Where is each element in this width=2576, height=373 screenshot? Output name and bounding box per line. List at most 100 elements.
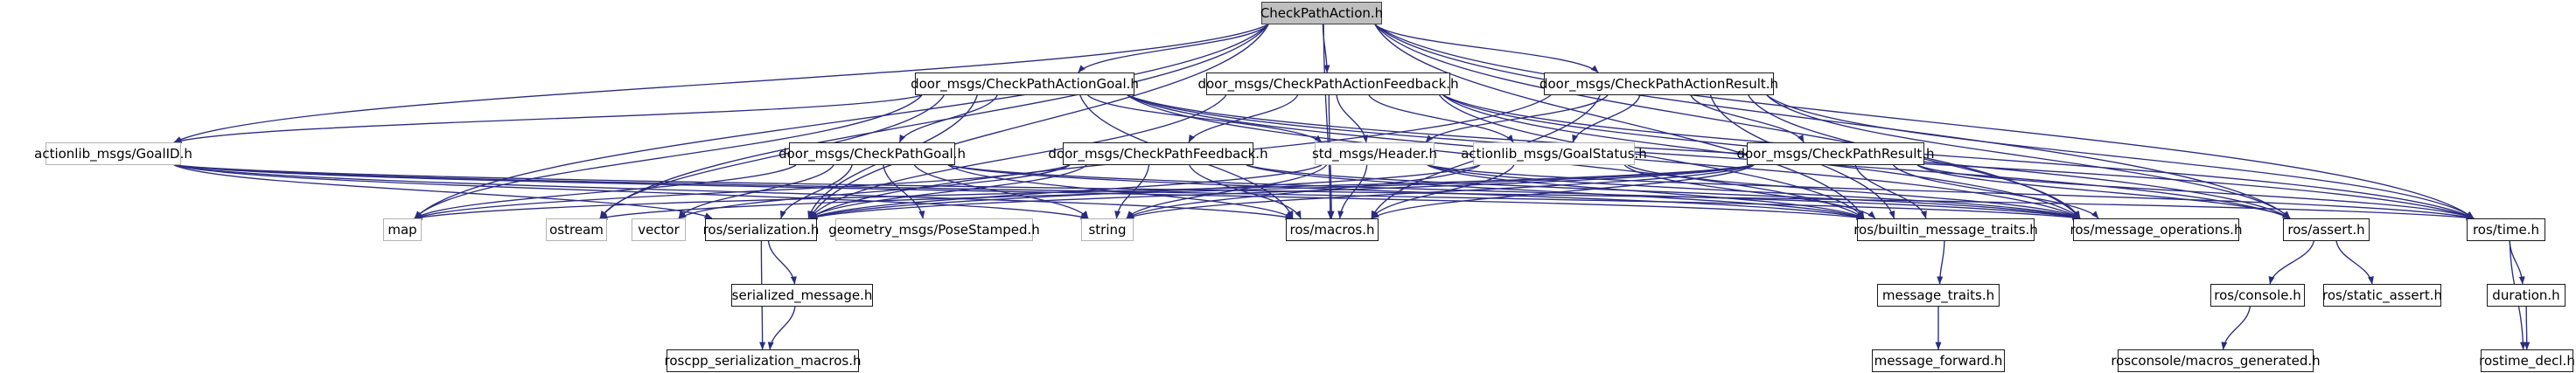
graph-node-goalstatus[interactable]: actionlib_msgs/GoalStatus.h (1461, 142, 1647, 165)
graph-edge-goalid-to-time (173, 164, 2475, 221)
graph-node-label: door_msgs/CheckPathActionGoal.h (911, 75, 1139, 92)
graph-edge-time-to-duration (2509, 240, 2525, 285)
graph-edge-actionfeedback-to-stdheader (1336, 94, 1369, 143)
graph-node-ostream[interactable]: ostream (546, 218, 607, 241)
graph-node-label: ros/builtin_message_traits.h (1853, 221, 2038, 238)
graph-edge-stdheader-to-macros (1337, 164, 1368, 219)
graph-node-label: ros/console.h (2214, 287, 2301, 303)
graph-edge-checkpathfeedback-to-vector (678, 164, 1071, 219)
graph-edge-root-to-actionfeedback (1322, 24, 1330, 73)
graph-node-label: door_msgs/CheckPathActionResult.h (1539, 75, 1779, 92)
graph-node-checkpathfeedback[interactable]: door_msgs/CheckPathFeedback.h (1048, 142, 1268, 165)
graph-node-assert[interactable]: ros/assert.h (2283, 218, 2370, 241)
graph-edge-goalstatus-to-builtin (1623, 164, 1876, 219)
graph-node-actionresult[interactable]: door_msgs/CheckPathActionResult.h (1539, 73, 1778, 95)
graph-node-serialization[interactable]: ros/serialization.h (703, 218, 819, 241)
graph-node-label: geometry_msgs/PoseStamped.h (828, 221, 1040, 238)
graph-node-vector[interactable]: vector (632, 218, 686, 241)
graph-node-label: door_msgs/CheckPathActionFeedback.h (1197, 75, 1459, 92)
graph-edge-actiongoal-to-checkpathgoal (898, 94, 998, 143)
graph-node-label: std_msgs/Header.h (1311, 145, 1438, 162)
graph-node-time[interactable]: ros/time.h (2467, 218, 2545, 241)
graph-edge-stdheader-to-time (1427, 164, 2475, 220)
graph-edge-stdheader-to-serialization (809, 164, 1323, 219)
graph-edge-checkpathresult-to-builtin (1854, 164, 1927, 219)
graph-edge-actionresult-to-checkpathresult (1690, 94, 1805, 143)
graph-edge-root-to-actionresult (1374, 24, 1599, 73)
graph-node-macros[interactable]: ros/macros.h (1286, 218, 1379, 241)
graph-edge-goalstatus-to-messageops (1627, 164, 2081, 219)
graph-edge-checkpathgoal-to-serialization (779, 164, 853, 219)
graph-edge-checkpathresult-to-assert (1916, 164, 2291, 219)
graph-edge-goalid-to-macros (173, 164, 1294, 220)
graph-edge-checkpathresult-to-map (414, 164, 1755, 220)
graph-node-label: door_msgs/CheckPathFeedback.h (1048, 145, 1268, 162)
graph-node-label: duration.h (2492, 287, 2560, 303)
graph-node-stdheader[interactable]: std_msgs/Header.h (1312, 142, 1437, 165)
graph-node-actiongoal[interactable]: door_msgs/CheckPathActionGoal.h (911, 73, 1139, 95)
graph-edge-root-to-ostream (599, 24, 1269, 219)
graph-edge-checkpathgoal-to-macros (947, 164, 1294, 219)
graph-node-posestamped[interactable]: geometry_msgs/PoseStamped.h (828, 218, 1040, 241)
graph-node-label: ros/serialization.h (702, 221, 820, 238)
graph-node-root[interactable]: CheckPathAction.h (1260, 2, 1383, 24)
graph-edge-actiongoal-to-goalid (173, 94, 923, 144)
graph-edge-serializedmessage-to-roscppserializationmacros (767, 306, 796, 350)
graph-node-console[interactable]: ros/console.h (2210, 284, 2305, 307)
graph-node-label: rosconsole/macros_generated.h (2111, 352, 2321, 369)
graph-edge-checkpathgoal-to-map (414, 164, 797, 219)
graph-edge-checkpathresult-to-ostream (599, 164, 1755, 220)
graph-node-label: CheckPathAction.h (1260, 4, 1384, 21)
graph-edge-checkpathfeedback-to-string (1114, 164, 1150, 219)
graph-edge-actionresult-to-stdheader (1425, 94, 1609, 143)
graph-node-serializedmessage[interactable]: serialized_message.h (731, 284, 873, 307)
graph-edge-checkpathgoal-to-messageops (947, 164, 2081, 220)
graph-node-rostimedecl[interactable]: rostime_decl.h (2479, 349, 2575, 372)
graph-node-label: door_msgs/CheckPathGoal.h (778, 145, 966, 162)
graph-edge-duration-to-rostimedecl (2524, 306, 2531, 350)
graph-node-label: actionlib_msgs/GoalID.h (34, 145, 192, 162)
graph-edge-checkpathresult-to-macros (1371, 164, 1755, 219)
graph-node-staticassert[interactable]: ros/static_assert.h (2322, 284, 2442, 307)
graph-node-label: roscpp_serialization_macros.h (664, 352, 862, 369)
graph-node-label: message_forward.h (1874, 352, 2003, 369)
graph-node-goalid[interactable]: actionlib_msgs/GoalID.h (34, 142, 192, 165)
graph-edge-root-to-actiongoal (1078, 24, 1269, 73)
graph-edge-goalid-to-serialization (173, 164, 713, 219)
graph-node-rosconsolemacros[interactable]: rosconsole/macros_generated.h (2111, 349, 2321, 372)
graph-edge-builtin-to-messagetraits (1937, 240, 1945, 285)
graph-node-checkpathresult[interactable]: door_msgs/CheckPathResult.h (1736, 142, 1935, 165)
graph-edge-root-to-time (1374, 24, 2475, 219)
graph-node-map[interactable]: map (383, 218, 422, 241)
graph-node-label: message_traits.h (1881, 287, 1995, 303)
graph-edge-actiongoal-to-stdheader (1087, 94, 1323, 143)
graph-node-messageops[interactable]: ros/message_operations.h (2070, 218, 2242, 241)
graph-node-messageforward[interactable]: message_forward.h (1872, 349, 2005, 372)
graph-edge-checkpathgoal-to-string (913, 164, 1089, 219)
graph-edge-goalid-to-builtin (173, 164, 1865, 221)
graph-node-roscppserializationmacros[interactable]: roscpp_serialization_macros.h (665, 349, 862, 372)
graph-edge-actionfeedback-to-goalstatus (1368, 94, 1514, 143)
graph-edge-console-to-rosconsolemacros (2221, 306, 2251, 350)
graph-node-string[interactable]: string (1081, 218, 1134, 241)
graph-node-label: ros/time.h (2472, 221, 2540, 238)
graph-edge-checkpathgoal-to-builtin (947, 164, 1865, 220)
graph-edge-checkpathfeedback-to-messageops (1246, 164, 2081, 220)
graph-edge-root-to-macros (1323, 24, 1334, 219)
graph-node-builtin[interactable]: ros/builtin_message_traits.h (1853, 218, 2038, 241)
graph-node-messagetraits[interactable]: message_traits.h (1877, 284, 2000, 307)
graph-edge-stdheader-to-string (1126, 164, 1328, 219)
graph-edge-checkpathresult-to-time (1916, 164, 2475, 219)
graph-edge-goalstatus-to-serialization (809, 164, 1481, 219)
graph-node-duration[interactable]: duration.h (2487, 284, 2566, 307)
graph-node-actionfeedback[interactable]: door_msgs/CheckPathActionFeedback.h (1197, 73, 1459, 95)
graph-node-label: actionlib_msgs/GoalStatus.h (1461, 145, 1647, 162)
graph-node-checkpathgoal[interactable]: door_msgs/CheckPathGoal.h (778, 142, 966, 165)
graph-edge-serialization-to-serializedmessage (767, 240, 797, 285)
graph-edge-goalid-to-string (173, 164, 1089, 220)
graph-edge-checkpathfeedback-to-builtin (1246, 164, 1865, 219)
graph-edge-root-to-serialization (809, 24, 1269, 219)
graph-edge-checkpathfeedback-to-map (414, 164, 1071, 219)
